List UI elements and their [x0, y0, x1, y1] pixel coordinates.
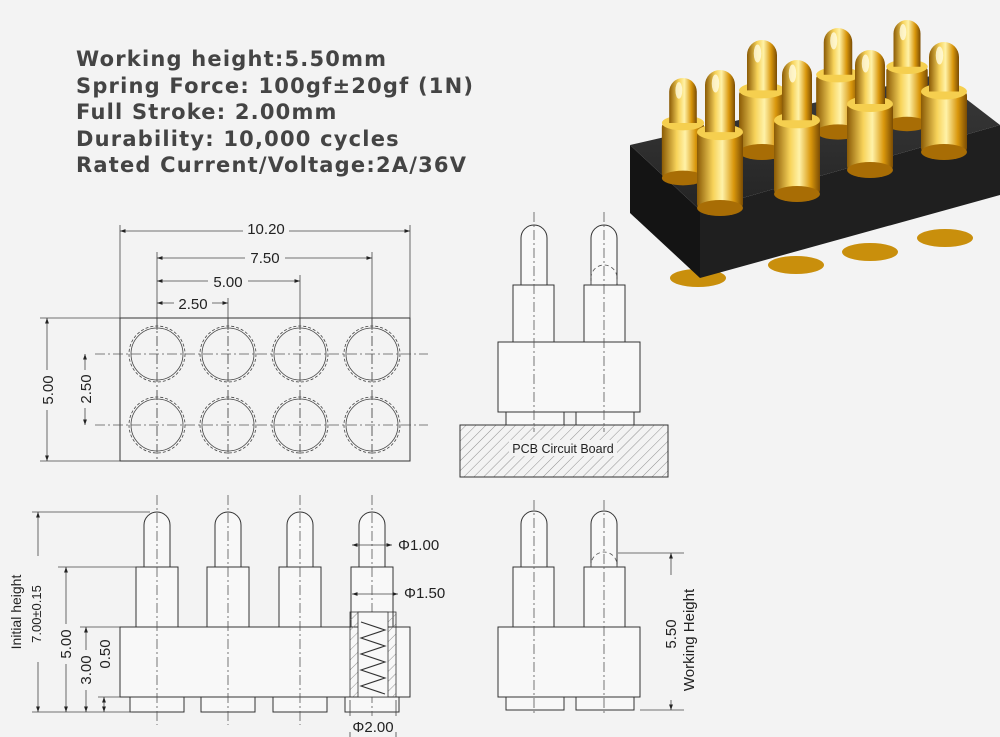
pin-foot	[917, 229, 973, 247]
pin-plunger-gold	[893, 20, 921, 67]
pcb-label: PCB Circuit Board	[512, 442, 613, 456]
working-height-value: 5.50	[663, 619, 680, 648]
spec-working-height: Working height:5.50mm	[76, 47, 388, 71]
pin-plunger-gold	[705, 70, 735, 133]
working-view: 5.50 Working Height	[497, 500, 702, 715]
spring-coil	[359, 621, 387, 695]
spec-durability: Durability: 10,000 cycles	[76, 126, 400, 151]
initial-height-label: Initial height	[8, 575, 24, 650]
pin-plunger-gold	[929, 42, 959, 92]
pin-plunger-gold	[669, 78, 697, 123]
pin-barrel-gold	[661, 123, 705, 178]
dim-overall-width: 10.20	[247, 221, 285, 238]
top-view-outline	[119, 317, 411, 462]
side-view-pcb: PCB Circuit Board	[459, 212, 669, 478]
pin-highlight	[861, 54, 870, 73]
working-height-label: Working Height	[681, 588, 698, 691]
dim-barrel-diameter: Φ1.50	[404, 585, 445, 602]
pin-barrel-bottom	[774, 186, 820, 202]
pin-highlight	[899, 24, 907, 41]
pin-barrel-bottom	[739, 144, 785, 160]
pin-barrel-bottom	[697, 200, 743, 216]
pin-barrel-gold	[921, 91, 967, 152]
spec-list: Working height:5.50mm Spring Force: 100g…	[76, 46, 474, 179]
housing-front-face	[630, 145, 700, 278]
pin-barrel-gold	[886, 66, 928, 124]
pin-foot	[768, 256, 824, 274]
dim-mid-pitch: 5.00	[213, 274, 242, 291]
pin-foot	[842, 243, 898, 261]
pin-plunger-gold	[855, 50, 885, 104]
pin-barrel-gold	[739, 90, 785, 152]
pin-highlight	[675, 82, 683, 99]
pin-plunger-gold	[823, 28, 853, 75]
front-view: Initial height 7.00±0.15 5.00 3.00 0.50 …	[8, 495, 445, 737]
pin-plunger-gold	[782, 60, 812, 121]
pin-barrel-gold	[774, 120, 820, 194]
pin-plunger-gold	[747, 40, 777, 91]
dim-5-front: 5.00	[58, 629, 75, 658]
dim-3-front: 3.00	[78, 655, 95, 684]
dim-base-diameter: Φ2.00	[352, 719, 393, 736]
pin-highlight	[830, 32, 838, 50]
dim-tip-diameter: Φ1.00	[398, 537, 439, 554]
pin-barrel-bottom	[921, 144, 967, 160]
pin-barrel-gold	[847, 104, 893, 170]
spec-spring-force: Spring Force: 100gf±20gf (1N)	[76, 73, 475, 98]
dim-050-front: 0.50	[97, 639, 114, 668]
dim-pitch: 2.50	[178, 296, 207, 313]
pin-barrel-bottom	[886, 116, 928, 132]
dim-outer-pitch: 7.50	[250, 250, 279, 267]
pin-barrel-bottom	[847, 162, 893, 178]
spec-rated: Rated Current/Voltage:2A/36V	[76, 153, 468, 177]
product-photo	[630, 20, 1000, 287]
pin-highlight	[788, 64, 797, 83]
initial-height-value: 7.00±0.15	[29, 585, 44, 643]
housing-side-face	[700, 125, 1000, 278]
pin-barrel-gold	[697, 132, 743, 208]
dim-body-height: 5.00	[40, 375, 57, 404]
pin-highlight	[753, 44, 762, 63]
dim-row-pitch: 2.50	[78, 374, 95, 403]
spec-full-stroke: Full Stroke: 2.00mm	[76, 100, 338, 124]
top-view: 10.20 7.50 5.00 2.50 5.00 2.50	[38, 221, 428, 462]
pin-highlight	[711, 74, 720, 93]
pin-barrel-bottom	[661, 170, 705, 186]
pin-highlight	[935, 46, 944, 65]
